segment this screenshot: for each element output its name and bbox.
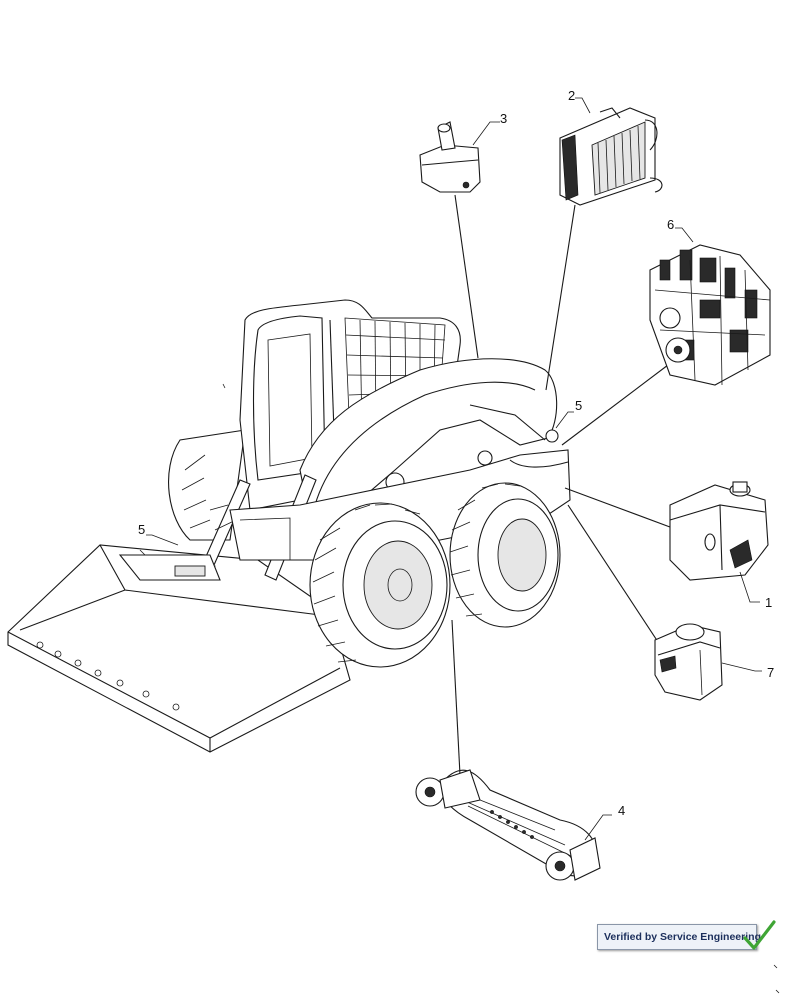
part-2-radiator — [559, 107, 663, 206]
checkmark-icon — [743, 920, 776, 950]
callout-3: 3 — [500, 111, 507, 126]
callout-7: 7 — [767, 665, 774, 680]
verified-badge: Verified by Service Engineering — [597, 924, 761, 950]
front-tire-tread — [312, 503, 421, 663]
axle-hub-left — [415, 769, 481, 809]
axle-hub-right — [545, 837, 601, 881]
part-6-engine — [649, 244, 771, 386]
callout-numbers: 1 2 3 4 5 5 6 7 — [138, 88, 774, 818]
callout-5-left: 5 — [138, 522, 145, 537]
bucket-bolt-holes — [36, 641, 180, 711]
callout-6: 6 — [667, 217, 674, 232]
callout-5-right: 5 — [575, 398, 582, 413]
part-4-chain-drive — [415, 769, 601, 881]
loader-chassis — [118, 449, 571, 581]
skid-steer-loader — [7, 299, 571, 753]
verified-badge-label: Verified by Service Engineering — [604, 931, 761, 943]
leader-lines — [451, 194, 679, 776]
tire-front — [309, 502, 451, 668]
callout-4: 4 — [618, 803, 625, 818]
part-3-coolant-reservoir — [419, 121, 481, 193]
stray-marks — [222, 383, 780, 994]
callout-1: 1 — [765, 595, 772, 610]
part-1-fuel-tank — [669, 481, 769, 581]
callout-2: 2 — [568, 88, 575, 103]
rear-tire-tread — [449, 483, 521, 617]
part-7-hydraulic-reservoir — [654, 623, 723, 701]
loader-bucket — [7, 544, 351, 753]
lift-arm — [299, 358, 559, 521]
callout-leaders — [146, 97, 762, 841]
tire-rear — [449, 482, 561, 628]
